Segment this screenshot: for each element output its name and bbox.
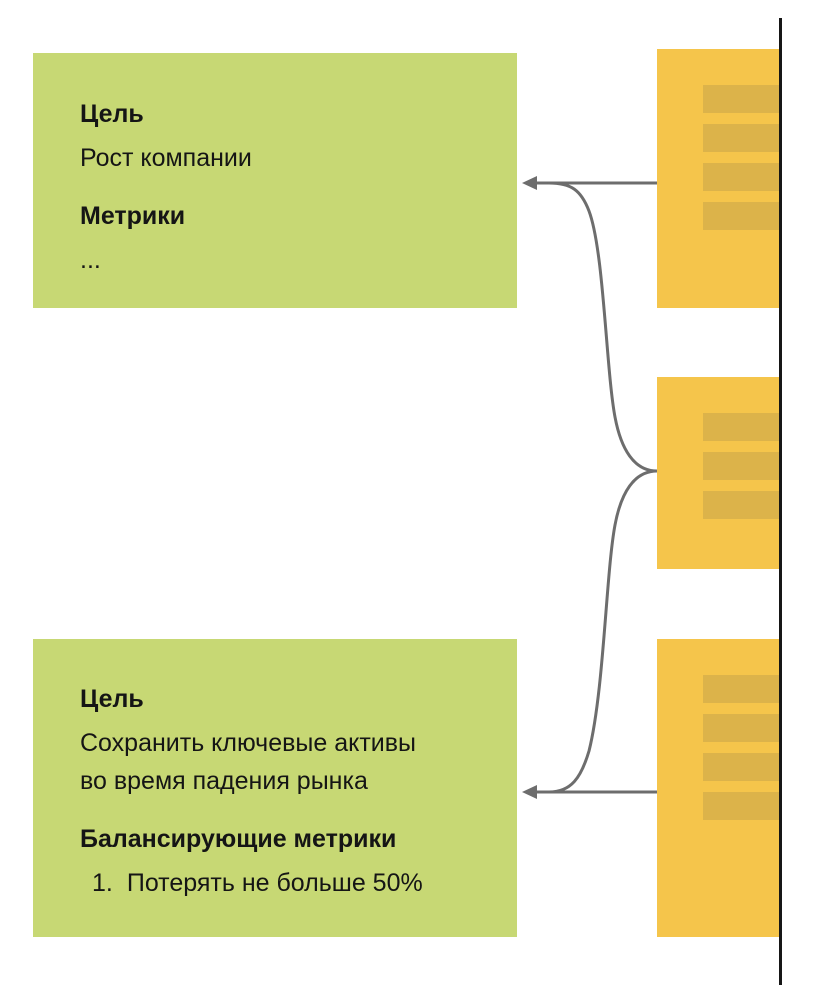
goal-section: Цель Рост компании (80, 95, 479, 177)
arrowhead-left-bottom-icon (522, 785, 537, 799)
goal-card-preserve-assets[interactable]: Цель Сохранить ключевые активы во время … (33, 639, 517, 937)
redacted-text-bar (703, 163, 780, 191)
metrics-placeholder: ... (80, 246, 101, 274)
connector-curve-lower[interactable] (547, 469, 659, 794)
balancing-metric-item: 1. Потерять не больше 50% (92, 864, 479, 902)
metric-number: 1. (92, 869, 113, 897)
redacted-text-bar (703, 452, 780, 480)
balancing-metrics-heading: Балансирующие метрики (80, 825, 397, 853)
goal-heading: Цель (80, 685, 144, 713)
metrics-section: Метрики ... (80, 197, 479, 279)
goal-text-line: Сохранить ключевые активы (80, 729, 416, 757)
board-edge-line (779, 18, 782, 985)
redacted-text-bar (703, 124, 780, 152)
redacted-text-bar (703, 792, 780, 820)
redacted-text-bar (703, 491, 780, 519)
redacted-text-bar (703, 85, 780, 113)
masked-card[interactable] (657, 377, 780, 569)
goal-text-line: во время падения рынка (80, 767, 368, 795)
goal-text: Рост компании (80, 144, 252, 172)
redacted-text-bar (703, 675, 780, 703)
balancing-metrics-section: Балансирующие метрики 1. Потерять не бол… (80, 820, 479, 902)
masked-card[interactable] (657, 639, 780, 937)
redacted-text-bar (703, 413, 780, 441)
metrics-heading: Метрики (80, 202, 186, 230)
redacted-text-bar (703, 202, 780, 230)
redacted-text-bar (703, 714, 780, 742)
goal-card-growth[interactable]: Цель Рост компании Метрики ... (33, 53, 517, 308)
metric-text: Потерять не больше 50% (126, 869, 423, 897)
connector-curve-upper[interactable] (547, 181, 659, 473)
goal-section: Цель Сохранить ключевые активы во время … (80, 680, 479, 800)
masked-card[interactable] (657, 49, 780, 308)
arrowhead-left-top-icon (522, 176, 537, 190)
redacted-text-bar (703, 753, 780, 781)
goal-heading: Цель (80, 100, 144, 128)
